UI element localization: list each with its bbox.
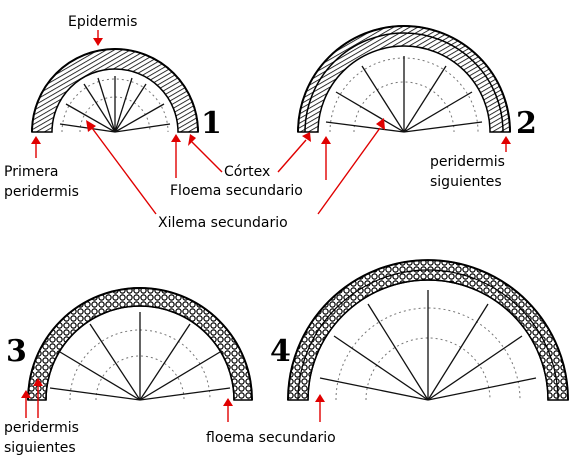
stage-number-1: 1 [201,106,222,141]
section-3: 3 [6,288,252,400]
section-2-rays [326,56,482,132]
label-epidermis: Epidermis [68,14,137,30]
label-xilema-secundario: Xilema secundario [158,215,288,231]
section-4: 4 [270,260,568,400]
label-primera-peridermis: Primera peridermis [4,164,79,200]
label-floema-secundario-bottom: floema secundario [206,430,336,446]
stage-number-3: 3 [6,334,27,369]
label-floema-secundario: Floema secundario [170,183,303,199]
stage-number-2: 2 [516,106,537,141]
section-1: 1 [32,49,222,141]
label-cortex: Córtex [224,164,270,180]
section-1-rays [60,76,170,132]
section-2: 2 [298,26,537,141]
label-peridermis-siguientes-top: peridermis siguientes [430,154,509,190]
label-peridermis-siguientes-bottom: peridermis siguientes [4,420,83,456]
stage-number-4: 4 [270,334,291,369]
